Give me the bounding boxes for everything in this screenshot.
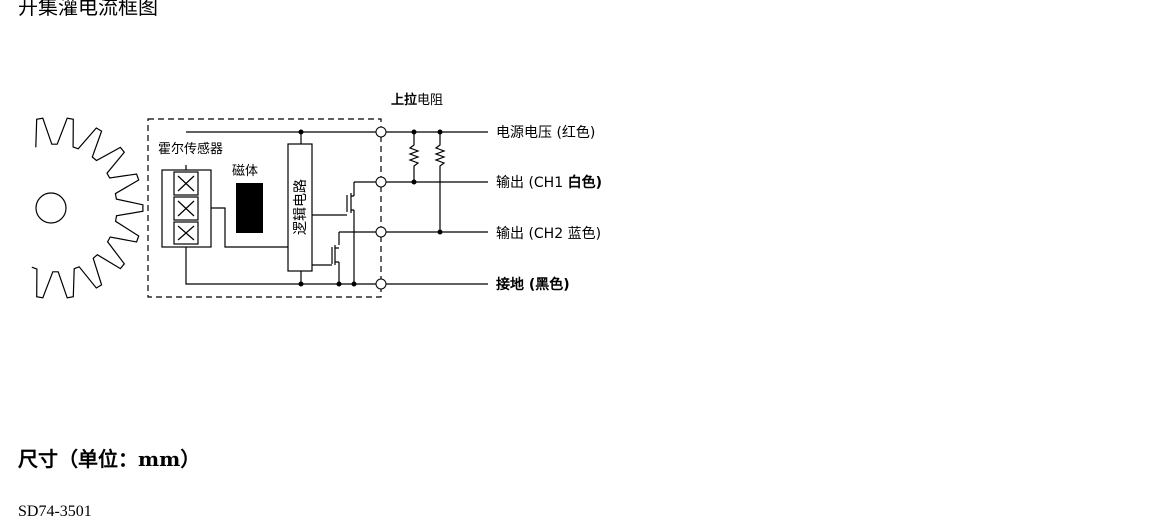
pullup-resistor-label: 上拉电阻 xyxy=(391,92,443,108)
gear-hub xyxy=(35,192,67,224)
sensor-housing-boundary xyxy=(147,118,382,298)
terminals xyxy=(375,126,387,290)
hall-sensor xyxy=(161,169,212,248)
terminal-power-label: 电源电压 (红色) xyxy=(496,124,595,141)
magnet-label: 磁体 xyxy=(232,164,258,179)
pullup-rest: 电阻 xyxy=(417,93,443,108)
ch1-color: 白色) xyxy=(568,174,602,191)
logic-circuit-box xyxy=(287,143,313,272)
terminal-ch1-label: 输出 (CH1 白色) xyxy=(496,174,602,191)
pullup-bold: 上拉 xyxy=(391,92,417,108)
terminal-ground-label: 接地 (黑色) xyxy=(496,276,570,293)
dimensions-heading: 尺寸（单位：mm） xyxy=(18,447,201,471)
logic-circuit-label: 逻辑电路 xyxy=(293,179,309,235)
junction-dots xyxy=(298,129,443,287)
magnet xyxy=(236,183,263,233)
page-title: 开集灌电流框图 xyxy=(18,0,158,19)
model-number: SD74-3501 xyxy=(18,503,92,520)
gear-icon xyxy=(31,117,144,299)
wiring xyxy=(185,131,488,285)
terminal-ch2-label: 输出 (CH2 蓝色) xyxy=(496,225,601,242)
ch1-text: 输出 (CH1 xyxy=(496,175,568,191)
hall-sensor-label: 霍尔传感器 xyxy=(158,141,223,157)
